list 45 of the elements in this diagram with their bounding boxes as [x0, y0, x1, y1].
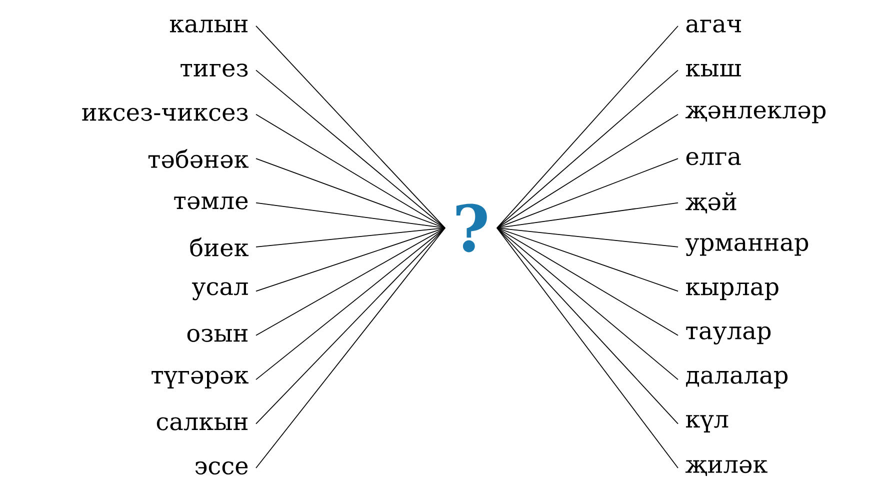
word-label: биек	[190, 238, 249, 256]
connector-line	[256, 70, 446, 228]
word-label: җәнлекләр	[686, 106, 826, 124]
word-label: күл	[686, 415, 728, 432]
word-label: тигез	[180, 64, 248, 77]
connector-line	[256, 228, 446, 468]
connector-line	[256, 228, 446, 336]
word-label: салкын	[156, 417, 248, 430]
word-label: урманнар	[685, 238, 808, 256]
connector-line	[256, 158, 446, 228]
connector-line	[496, 26, 678, 228]
connector-line	[256, 228, 446, 424]
connector-line	[256, 228, 446, 248]
word-label: елга	[686, 152, 741, 166]
connector-line	[256, 202, 446, 228]
connector-line	[496, 158, 678, 228]
connector-line	[496, 114, 678, 228]
word-label: озын	[187, 328, 248, 342]
connector-line	[256, 228, 446, 380]
word-label: таулар	[686, 326, 771, 344]
word-label: усал	[192, 282, 248, 300]
connector-line	[496, 228, 678, 292]
word-label: җәй	[686, 192, 736, 214]
word-label: тәмле	[174, 196, 248, 210]
word-label: җиләк	[686, 460, 768, 476]
connector-line	[256, 26, 446, 228]
word-label: агач	[686, 19, 741, 33]
connector-line	[496, 228, 678, 248]
connector-line	[496, 228, 678, 380]
word-label: иксез-чиксез	[82, 108, 248, 121]
connector-line	[496, 228, 678, 336]
connector-line	[256, 228, 446, 292]
word-label: түгәрәк	[152, 370, 249, 388]
question-mark: ?	[456, 204, 487, 252]
connector-line	[496, 228, 678, 424]
connector-line	[496, 228, 678, 468]
word-label: калын	[170, 19, 248, 33]
word-label: кыш	[686, 64, 741, 76]
connector-line	[496, 70, 678, 228]
connector-line	[256, 114, 446, 228]
word-label: кырлар	[686, 282, 778, 300]
word-label: тәбәнәк	[148, 149, 249, 168]
connector-line	[496, 202, 678, 228]
word-label: далалар	[686, 370, 788, 388]
word-label: эссе	[195, 461, 248, 475]
